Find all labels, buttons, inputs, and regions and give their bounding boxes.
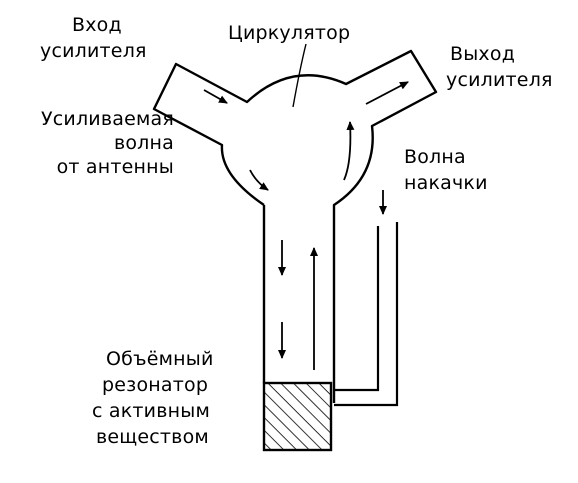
resonator-line4: веществом [96,426,209,448]
arrow-input-in [203,89,228,104]
cavity-resonator [262,381,333,452]
arrow-circulate-down [249,169,269,191]
resonator-label: Объёмный резонатор с активным веществом [88,348,258,448]
circulator-label-text: Циркулятор [228,22,351,44]
arrow-circulate-up [343,121,355,181]
circulator-label: Циркулятор [228,22,350,44]
amplified-wave-line3: от антенны [56,156,174,178]
input-label-line2: усилителя [40,40,147,62]
output-label-line2: усилителя [446,69,553,91]
input-label-line1: Вход [72,14,122,36]
amplified-wave-line1: Усиливаемая [40,108,174,130]
pump-waveguide [334,226,380,392]
pump-wave-line1: Волна [404,146,466,168]
output-label: Выход усилителя [446,43,553,91]
pump-wave-line2: накачки [404,172,488,194]
resonator-line2: резонатор [102,374,209,396]
arrow-output-out [365,81,409,105]
input-label: Вход усилителя [40,14,170,62]
resonator-line3: с активным [92,400,210,422]
output-label-line1: Выход [450,43,516,65]
pump-waveguide-outer [334,222,399,407]
circulator-body-outline [152,49,438,403]
resonator-line1: Объёмный [106,348,214,370]
pump-wave-label: Волна накачки [404,146,488,194]
circulator-leader-line [292,43,307,108]
amplified-wave-line2: волна [113,132,174,154]
amplified-wave-label: Усиливаемая волна от антенны [14,108,174,178]
